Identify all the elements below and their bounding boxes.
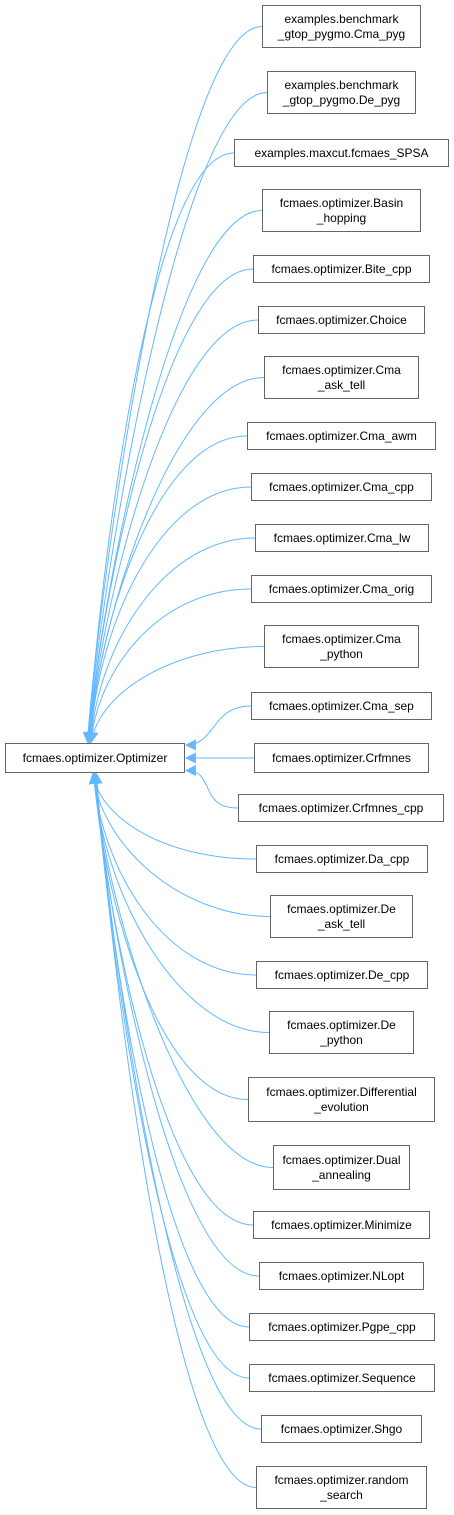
inheritance-arrow <box>90 772 260 1277</box>
class-name-line: fcmaes.optimizer.Shgo <box>280 1421 403 1436</box>
class-node[interactable]: fcmaes.optimizer.Sequence <box>249 1364 435 1392</box>
class-name-line: _python <box>320 1032 363 1047</box>
class-name-line: fcmaes.optimizer.Cma_sep <box>269 698 414 713</box>
class-node[interactable]: fcmaes.optimizer.Differential_evolution <box>248 1077 435 1122</box>
class-name-line: _gtop_pygmo.Cma_pyg <box>277 26 406 41</box>
class-node[interactable]: fcmaes.optimizer.De_ask_tell <box>270 895 413 938</box>
class-name-line: fcmaes.optimizer.Choice <box>276 312 407 327</box>
class-node[interactable]: fcmaes.optimizer.Cma_sep <box>251 692 432 720</box>
class-name-line: fcmaes.optimizer.Optimizer <box>22 750 168 765</box>
class-name-line: _gtop_pygmo.De_pyg <box>282 92 401 107</box>
inheritance-arrow <box>89 772 257 860</box>
base-class-node[interactable]: fcmaes.optimizer.Optimizer <box>5 743 185 773</box>
inheritance-arrow <box>85 435 248 744</box>
class-name-line: fcmaes.optimizer.Pgpe_cpp <box>268 1319 416 1334</box>
class-name-line: _ask_tell <box>317 916 366 931</box>
inheritance-arrow <box>82 26 263 744</box>
class-name-line: fcmaes.optimizer.Sequence <box>268 1370 416 1385</box>
class-name-line: _hopping <box>316 210 367 225</box>
class-name-line: fcmaes.optimizer.De <box>287 1017 396 1032</box>
class-name-line: fcmaes.optimizer.Bite_cpp <box>271 261 412 276</box>
class-name-line: fcmaes.optimizer.NLopt <box>278 1268 405 1283</box>
inheritance-arrow <box>84 319 259 744</box>
class-node[interactable]: fcmaes.optimizer.Cma_ask_tell <box>264 356 419 399</box>
class-name-line: fcmaes.optimizer.Cma_lw <box>273 530 411 545</box>
class-node[interactable]: fcmaes.optimizer.De_python <box>269 1011 414 1054</box>
class-node[interactable]: fcmaes.optimizer.Cma_cpp <box>251 473 432 501</box>
class-name-line: examples.maxcut.fcmaes_SPSA <box>254 145 429 160</box>
class-node[interactable]: fcmaes.optimizer.Cma_python <box>264 625 419 668</box>
class-node[interactable]: fcmaes.optimizer.Da_cpp <box>256 845 428 873</box>
class-name-line: fcmaes.optimizer.Cma_cpp <box>269 479 414 494</box>
class-name-line: fcmaes.optimizer.Cma <box>282 362 401 377</box>
class-name-line: fcmaes.optimizer.Minimize <box>271 1217 412 1232</box>
inheritance-arrow <box>86 588 252 744</box>
class-name-line: _annealing <box>312 1167 371 1182</box>
class-name-line: fcmaes.optimizer.Cma <box>282 631 401 646</box>
class-name-line: fcmaes.optimizer.De_cpp <box>274 967 410 982</box>
class-name-line: fcmaes.optimizer.random <box>274 1472 409 1487</box>
class-node[interactable]: fcmaes.optimizer.Dual_annealing <box>273 1145 410 1190</box>
inheritance-arrow <box>87 646 265 744</box>
class-node[interactable]: fcmaes.optimizer.Crfmnes <box>254 743 429 773</box>
class-node[interactable]: examples.maxcut.fcmaes_SPSA <box>234 139 449 167</box>
inheritance-arrow <box>90 772 250 1328</box>
class-name-line: fcmaes.optimizer.Dual <box>282 1152 401 1167</box>
class-node[interactable]: fcmaes.optimizer.random_search <box>256 1466 427 1509</box>
class-node[interactable]: fcmaes.optimizer.Choice <box>258 306 425 334</box>
inheritance-arrow <box>88 772 257 976</box>
class-node[interactable]: fcmaes.optimizer.Minimize <box>253 1211 430 1239</box>
inheritance-arrow <box>184 705 252 751</box>
class-node[interactable]: fcmaes.optimizer.Cma_lw <box>255 524 429 552</box>
class-node[interactable]: fcmaes.optimizer.Cma_orig <box>251 575 432 603</box>
class-node[interactable]: fcmaes.optimizer.Crfmnes_cpp <box>238 794 444 822</box>
class-node[interactable]: fcmaes.optimizer.Cma_awm <box>247 422 436 450</box>
class-node[interactable]: fcmaes.optimizer.De_cpp <box>256 961 428 989</box>
inheritance-arrow <box>82 92 268 744</box>
inheritance-arrow <box>88 772 271 917</box>
class-node[interactable]: examples.benchmark_gtop_pygmo.Cma_pyg <box>262 5 421 48</box>
class-name-line: fcmaes.optimizer.Crfmnes <box>272 750 411 765</box>
inheritance-arrow <box>85 537 256 744</box>
class-name-line: _ask_tell <box>317 377 366 392</box>
class-name-line: fcmaes.optimizer.Differential <box>266 1084 417 1099</box>
class-name-line: examples.benchmark <box>284 77 399 92</box>
class-node[interactable]: fcmaes.optimizer.Shgo <box>261 1415 422 1443</box>
inheritance-arrow <box>91 772 257 1488</box>
inheritance-arrow <box>85 486 252 744</box>
inheritance-arrow <box>91 772 250 1379</box>
class-name-line: examples.benchmark <box>284 11 399 26</box>
class-name-line: fcmaes.optimizer.Crfmnes_cpp <box>258 800 424 815</box>
inheritance-arrow <box>184 765 239 809</box>
class-name-line: fcmaes.optimizer.Da_cpp <box>274 851 410 866</box>
class-name-line: fcmaes.optimizer.Cma_orig <box>268 581 415 596</box>
class-name-line: _python <box>320 646 363 661</box>
inheritance-arrow <box>83 152 235 744</box>
inheritance-arrow <box>84 268 254 744</box>
class-name-line: _evolution <box>314 1099 369 1114</box>
class-node[interactable]: fcmaes.optimizer.Pgpe_cpp <box>249 1313 435 1341</box>
class-name-line: _search <box>320 1487 363 1502</box>
class-node[interactable]: fcmaes.optimizer.Basin_hopping <box>262 189 421 232</box>
class-node[interactable]: fcmaes.optimizer.NLopt <box>259 1262 424 1290</box>
inheritance-arrow <box>89 772 254 1226</box>
class-name-line: fcmaes.optimizer.Basin <box>279 195 404 210</box>
inheritance-arrow <box>89 772 274 1168</box>
class-node[interactable]: examples.benchmark_gtop_pygmo.De_pyg <box>267 71 416 114</box>
class-name-line: fcmaes.optimizer.Cma_awm <box>266 428 417 443</box>
class-name-line: fcmaes.optimizer.De <box>287 901 396 916</box>
class-node[interactable]: fcmaes.optimizer.Bite_cpp <box>253 255 430 283</box>
